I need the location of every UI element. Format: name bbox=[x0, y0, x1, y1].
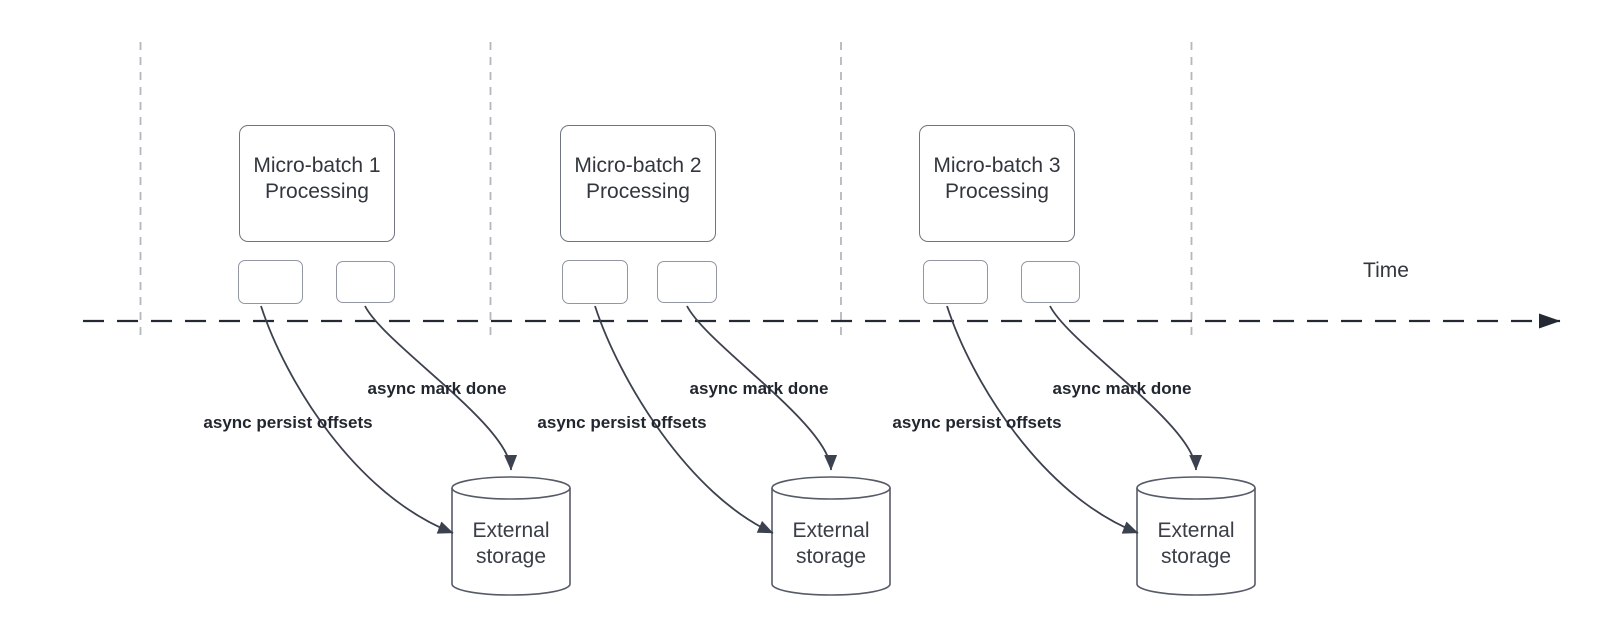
commit-task-box-1 bbox=[336, 261, 395, 303]
micro-batch-subtitle: Processing bbox=[945, 179, 1049, 203]
mark-done-arrow-2 bbox=[686, 305, 838, 471]
storage-cylinder-3 bbox=[1136, 476, 1256, 596]
commit-task-box-2 bbox=[657, 261, 717, 303]
persist-arrow-2 bbox=[594, 305, 774, 534]
micro-batch-box-1: Micro-batch 1 Processing bbox=[239, 125, 395, 242]
storage-label-2: External storage bbox=[756, 518, 906, 570]
offset-task-box-3 bbox=[923, 260, 988, 304]
persist-offsets-label-3: async persist offsets bbox=[892, 413, 1062, 432]
storage-cylinder-1 bbox=[451, 476, 571, 596]
storage-label-line1: External bbox=[1157, 519, 1235, 542]
storage-label-1: External storage bbox=[436, 518, 586, 570]
mark-done-arrow-3 bbox=[1049, 305, 1203, 471]
mark-done-label-3: async mark done bbox=[1052, 379, 1192, 398]
persist-offsets-label-2: async persist offsets bbox=[537, 413, 707, 432]
storage-label-line2: storage bbox=[795, 545, 867, 568]
offset-task-box-2 bbox=[562, 260, 628, 304]
micro-batch-title: Micro-batch 2 bbox=[574, 153, 702, 177]
micro-batch-box-2: Micro-batch 2 Processing bbox=[560, 125, 716, 242]
mark-done-label-1: async mark done bbox=[367, 379, 507, 398]
mark-done-label-2: async mark done bbox=[689, 379, 829, 398]
micro-batch-title: Micro-batch 3 bbox=[933, 153, 1061, 177]
commit-task-box-3 bbox=[1021, 261, 1080, 303]
storage-label-line1: External bbox=[792, 519, 870, 542]
persist-offsets-label-1: async persist offsets bbox=[203, 413, 373, 432]
storage-label-line2: storage bbox=[475, 545, 547, 568]
storage-label-line2: storage bbox=[1160, 545, 1232, 568]
micro-batch-title: Micro-batch 1 bbox=[253, 153, 381, 177]
persist-arrow-3 bbox=[946, 305, 1139, 534]
storage-cylinder-2 bbox=[771, 476, 891, 596]
persist-arrow-1 bbox=[260, 305, 454, 534]
storage-label-line1: External bbox=[472, 519, 550, 542]
micro-batch-box-3: Micro-batch 3 Processing bbox=[919, 125, 1075, 242]
time-axis-label: Time bbox=[1363, 259, 1409, 282]
offset-task-box-1 bbox=[238, 260, 303, 304]
micro-batch-subtitle: Processing bbox=[586, 179, 690, 203]
mark-done-arrow-1 bbox=[364, 305, 518, 471]
micro-batch-subtitle: Processing bbox=[265, 179, 369, 203]
storage-label-3: External storage bbox=[1121, 518, 1271, 570]
